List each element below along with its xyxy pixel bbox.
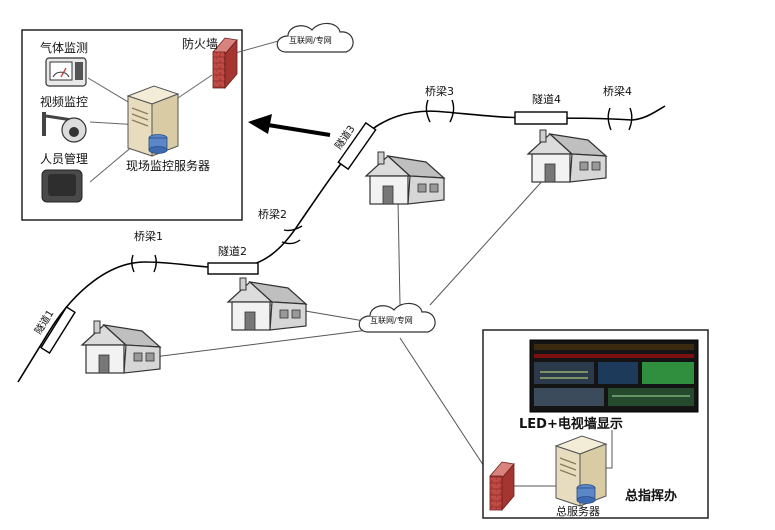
display-label: LED+电视墙显示 [519,416,623,432]
bridge3-label: 桥梁3 [425,84,454,98]
people-label: 人员管理 [40,151,88,166]
bridge4-label: 桥梁4 [603,84,632,98]
firewall-icon [489,461,515,512]
link-hq [399,337,494,481]
house-icon [227,277,307,331]
site-cloud-label: 互联网/专网 [289,35,332,45]
gas-label: 气体监测 [40,40,88,55]
link-house3 [397,199,401,306]
link-house1 [129,329,369,361]
bridge1-marker [131,254,157,273]
hq-office-label: 总指挥办 [625,488,677,504]
bridge4-marker [607,107,633,131]
id-card-reader-icon [41,169,83,203]
server-firewall-link [174,74,213,101]
bridge3-marker [425,99,455,123]
camera-icon [42,112,87,143]
tunnel1-marker [40,306,76,354]
led-tv-wall-icon [529,339,699,413]
tunnel2-marker [207,262,259,275]
site-server-label: 现场监控服务器 [126,158,210,173]
tunnel2-label: 隧道2 [218,244,247,258]
bridge2-label: 桥梁2 [258,207,287,221]
firewall-icon [212,37,238,90]
firewall-label: 防火墙 [182,36,218,51]
tunnel4-marker [514,111,568,125]
site-server-icon [127,85,179,157]
network-cloud-label: 互联网/专网 [370,315,413,325]
tunnel4-label: 隧道4 [532,92,561,106]
link-house4 [429,177,546,306]
bridge1-label: 桥梁1 [134,229,163,243]
video-label: 视频监控 [40,94,88,109]
hq-server-icon [555,435,607,507]
bridge2-marker [281,225,303,245]
house-icon [527,129,607,183]
hq-server-label: 总服务器 [556,504,600,518]
house-icon [81,320,161,374]
tunnel3-marker [337,121,377,171]
arrow-icon [248,114,331,137]
gas-detector-icon [45,57,87,87]
house-icon [365,151,445,205]
